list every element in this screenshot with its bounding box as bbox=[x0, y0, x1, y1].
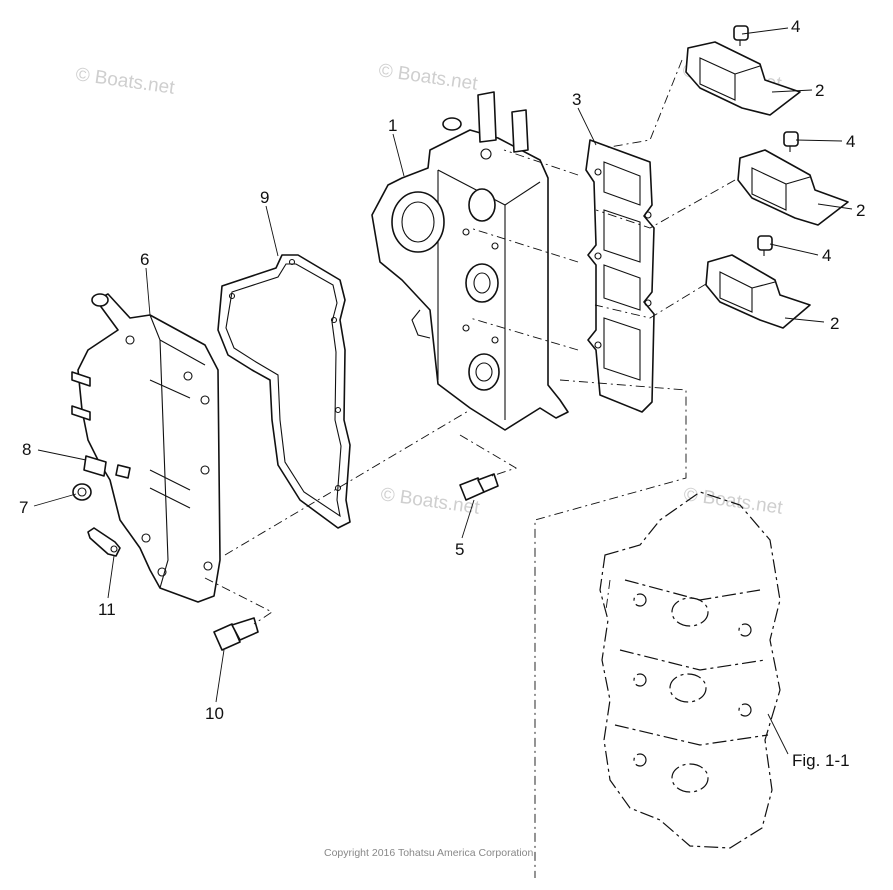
part-11-clip bbox=[87, 527, 121, 557]
callout-2-bottom: 2 bbox=[830, 314, 839, 333]
part-10-bolt bbox=[213, 617, 259, 651]
callout-3: 3 bbox=[572, 90, 581, 109]
callout-6: 6 bbox=[140, 250, 149, 269]
callout-5: 5 bbox=[455, 540, 464, 559]
callout-4-top: 4 bbox=[791, 17, 800, 36]
part-2-reed-valves bbox=[685, 41, 849, 329]
callout-8: 8 bbox=[22, 440, 31, 459]
callout-11: 11 bbox=[98, 600, 116, 619]
part-1-manifold bbox=[371, 91, 569, 431]
callout-4-middle: 4 bbox=[846, 132, 855, 151]
part-4-screws bbox=[733, 25, 799, 256]
watermark-5: © Boats.net bbox=[682, 484, 784, 519]
callout-2-top: 2 bbox=[815, 81, 824, 100]
callout-10: 10 bbox=[205, 704, 224, 723]
part-5-bolt bbox=[459, 473, 499, 501]
callouts: 1 2 2 2 3 4 4 4 5 6 7 8 9 10 11 Fig. 1-1 bbox=[19, 17, 865, 770]
callout-7: 7 bbox=[19, 498, 28, 517]
crankcase-phantom bbox=[599, 491, 781, 849]
watermark-1: © Boats.net bbox=[74, 64, 176, 99]
figure-label: Fig. 1-1 bbox=[792, 751, 850, 770]
assembly-lines bbox=[204, 59, 736, 878]
leader-lines bbox=[33, 27, 853, 755]
callout-2-middle: 2 bbox=[856, 201, 865, 220]
callout-9: 9 bbox=[260, 188, 269, 207]
part-8-pin bbox=[83, 455, 131, 479]
callout-4-bottom: 4 bbox=[822, 246, 831, 265]
part-3-gasket bbox=[585, 139, 655, 413]
part-7-plug bbox=[72, 483, 92, 501]
watermark-2: © Boats.net bbox=[377, 60, 479, 95]
callout-1: 1 bbox=[388, 116, 397, 135]
part-9-cover-gasket bbox=[217, 254, 351, 529]
part-6-cover bbox=[71, 293, 221, 603]
copyright-notice: Copyright 2016 Tohatsu America Corporati… bbox=[324, 847, 534, 859]
